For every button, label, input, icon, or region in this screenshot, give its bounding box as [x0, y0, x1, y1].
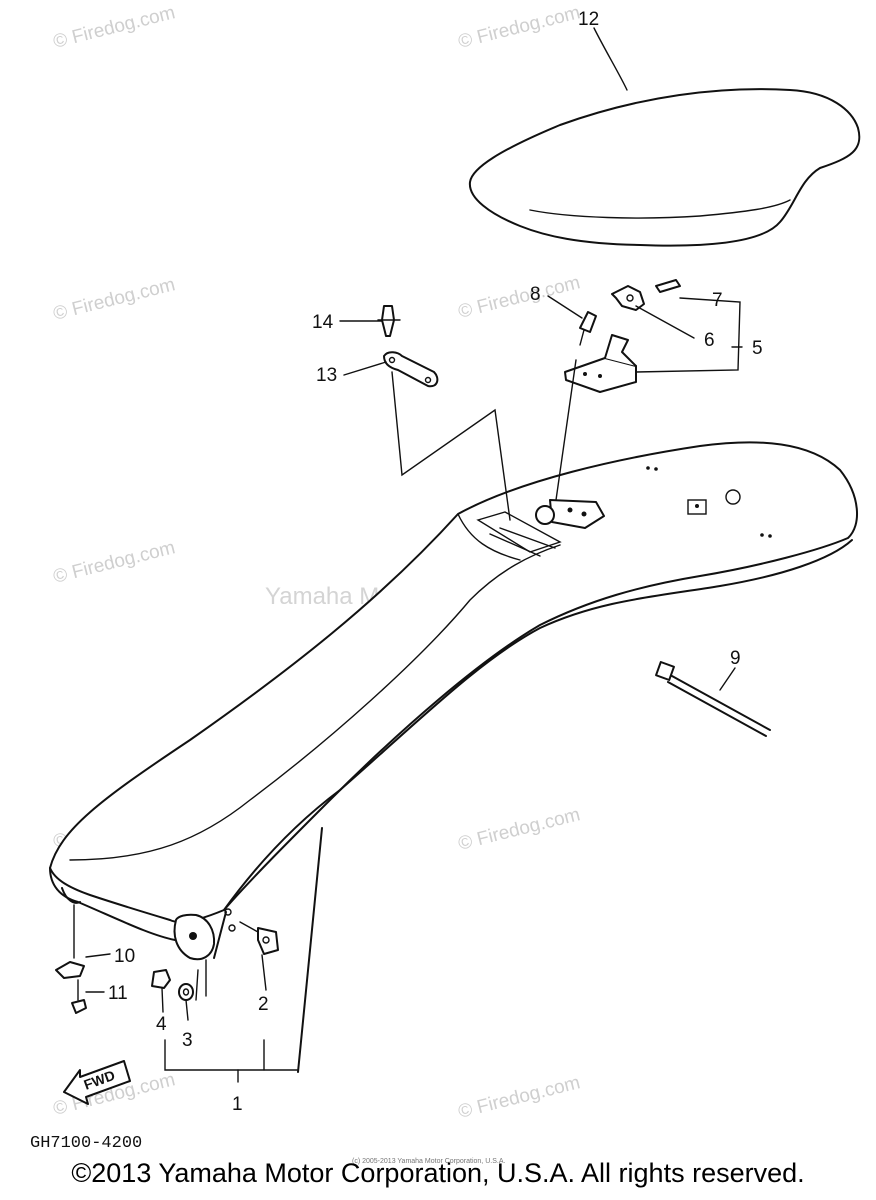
- part-7-pin: [655, 279, 681, 293]
- leader-lines: [85, 27, 743, 1083]
- part-12-seat: [468, 88, 861, 247]
- watermark-text: © Firedog.com: [51, 537, 177, 588]
- part-2-stud-plate: [239, 921, 279, 991]
- part-1-seat-frame: [49, 441, 858, 1073]
- watermark-text: © Firedog.com: [456, 272, 582, 323]
- watermark-text: © Firedog.com: [456, 1072, 582, 1123]
- watermark-text: © Firedog.com: [51, 274, 177, 325]
- watermark-text: © Firedog.com: [456, 804, 582, 855]
- callout-5: 5: [752, 338, 763, 359]
- callout-13: 13: [316, 365, 337, 386]
- callout-11: 11: [108, 983, 128, 1004]
- callout-7: 7: [712, 290, 723, 311]
- callout-labels: 12 14 13 8 7 6 5 9 10 11 2 3 4 1: [108, 9, 763, 1115]
- copyright-notice: ©2013 Yamaha Motor Corporation, U.S.A. A…: [71, 1158, 805, 1188]
- part-11-screw: [71, 979, 87, 1014]
- part-13-stay: [383, 351, 439, 388]
- part-3-washer: [178, 983, 194, 1001]
- callout-2: 2: [258, 994, 269, 1015]
- part-9-cable-tie: [655, 661, 771, 737]
- tiny-copyright: (c) 2005-2013 Yamaha Motor Corporation, …: [352, 1158, 505, 1165]
- part-10-clamp: [55, 904, 85, 979]
- callout-14: 14: [312, 312, 334, 333]
- fwd-arrow: FWD: [63, 1060, 131, 1105]
- drawing-code: GH7100-4200: [30, 1134, 142, 1153]
- callout-8: 8: [530, 284, 541, 305]
- watermark-text: © Firedog.com: [51, 2, 177, 53]
- callout-12: 12: [578, 9, 599, 30]
- watermark-text: © Firedog.com: [456, 2, 582, 53]
- callout-4: 4: [156, 1014, 167, 1035]
- part-6-latch-hook: [611, 285, 645, 311]
- part-5-latch-assembly: [564, 334, 637, 393]
- callout-9: 9: [730, 648, 741, 669]
- callout-10: 10: [114, 946, 135, 967]
- part-4-nut: [151, 969, 171, 989]
- part-14-rivet: [377, 305, 401, 337]
- callout-3: 3: [182, 1030, 193, 1051]
- callout-6: 6: [704, 330, 715, 351]
- callout-1: 1: [232, 1094, 243, 1115]
- part-8-rivet: [555, 311, 597, 501]
